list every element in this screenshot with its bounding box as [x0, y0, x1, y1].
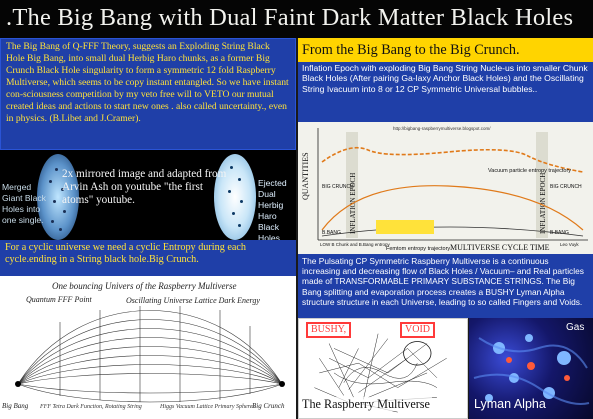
big-crunch-panel: From the Big Bang to the Big Crunch. Inf…: [298, 38, 593, 122]
sketch-heading: One bouncing Univers of the Raspberry Mu…: [52, 281, 236, 291]
sketch-fff-right: Higgs Vacuum Lattice Primary Spheres: [159, 404, 255, 410]
sketch-bigbang-label: Big Bang: [2, 402, 29, 410]
merged-black-holes-label: Merged Giant Black Holes into one single…: [2, 182, 46, 225]
title-bar: [0, 0, 593, 38]
diagram-url: http://bigbang-raspberrymultiverse.blogs…: [393, 126, 491, 131]
diagram-author: Leo Vuyk: [560, 242, 579, 247]
gas-label: Gas: [566, 322, 585, 333]
diagram-femtom-label: Femtom entropy trajectory: [386, 246, 450, 252]
lyman-alpha-label: Lyman Alpha: [474, 397, 546, 411]
lyman-alpha-image: [469, 318, 593, 419]
diagram-bigcrunch-left: BIG CRUNCH: [322, 184, 354, 190]
big-crunch-heading: From the Big Bang to the Big Crunch.: [302, 42, 520, 58]
void-tag: VOID: [400, 322, 435, 338]
raspberry-multiverse-text: The Pulsating CP Symmetric Raspberry Mul…: [298, 254, 593, 318]
big-bang-description-text: The Big Bang of Q-FFF Theory, suggests a…: [6, 41, 289, 124]
diagram-vacuum-label: Vacuum particle entropy trajectory: [488, 168, 571, 174]
diagram-inflation-right: INFLATION EPOCH: [539, 173, 547, 234]
ejected-black-hole-oval: [214, 154, 256, 240]
sketch-quantum-label: Quantum FFF Point: [26, 295, 93, 304]
diagram-bang-left: B.BANG: [322, 230, 341, 236]
sketch-bigcrunch-label: Big Crunch: [252, 402, 285, 410]
multiverse-cycle-diagram: http://bigbang-raspberrymultiverse.blogs…: [298, 122, 593, 254]
diagram-time-label: MULTIVERSE CYCLE TIME: [450, 243, 550, 252]
image-credit-caption: 2x mirrored image and adapted from Arvin…: [62, 168, 227, 206]
diagram-low-label: LOW B Chunk and B.Bang entropy: [320, 242, 391, 247]
cyclic-entropy-text: For a cyclic universe we need a cyclic E…: [0, 240, 296, 276]
diagram-quantities-label: QUANTITIES: [301, 152, 310, 200]
page-title: .The Big Bang with Dual Faint Dark Matte…: [6, 4, 574, 31]
merged-black-hole-oval: [37, 154, 79, 240]
sketch-lattice-label: Oscillating Universe Lattice Dark Energy: [126, 296, 260, 305]
raspberry-multiverse-label: The Raspberry Multiverse: [300, 397, 432, 411]
big-bang-description-panel: The Big Bang of Q-FFF Theory, suggests a…: [0, 38, 296, 150]
diagram-bigcrunch-right: BIG CRUNCH: [550, 184, 582, 190]
bushy-tag: BUSHY,: [306, 322, 352, 338]
diagram-bang-right: B.BANG: [550, 230, 569, 236]
bouncing-universe-sketch: One bouncing Univers of the Raspberry Mu…: [0, 276, 296, 419]
ejected-black-holes-label: Ejected Dual Herbig Haro Black Holes: [258, 178, 287, 243]
inflation-epoch-text: Inflation Epoch with exploding Big Bang …: [298, 62, 593, 122]
sketch-fff-left: FFF Tetra Dark Function, Rotating String: [39, 404, 142, 410]
